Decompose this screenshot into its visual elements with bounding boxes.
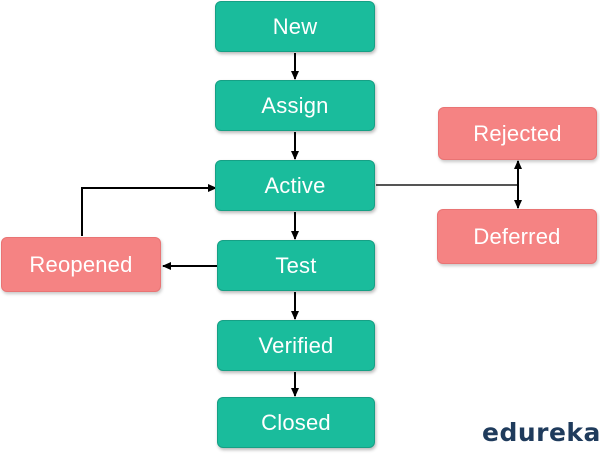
node-new: New xyxy=(215,1,375,52)
node-rejected: Rejected xyxy=(438,107,597,160)
node-closed: Closed xyxy=(217,397,375,448)
node-verified: Verified xyxy=(217,320,375,371)
node-deferred: Deferred xyxy=(437,209,597,264)
edge-reopened-active xyxy=(81,184,217,236)
node-reopened: Reopened xyxy=(1,237,161,292)
node-test: Test xyxy=(217,240,375,291)
node-assign: Assign xyxy=(215,80,375,131)
edureka-logo: edureka! xyxy=(482,418,600,447)
node-active: Active xyxy=(215,160,375,211)
